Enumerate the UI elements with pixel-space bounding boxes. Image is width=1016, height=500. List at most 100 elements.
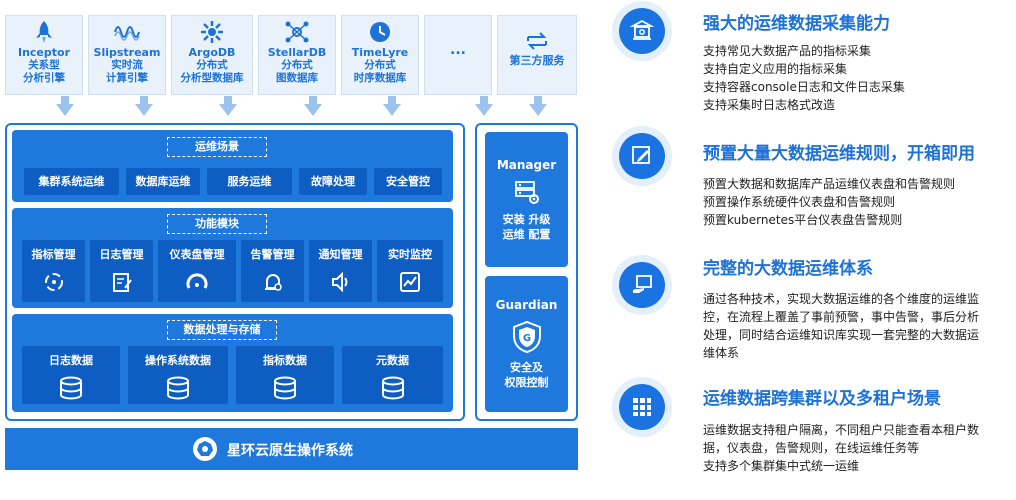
arrow-stem — [140, 96, 148, 104]
feature-text: 运维数据支持租户隔离，不同租户只能查看本租户数 据，仪表盘，告警规则，在线运维任… — [703, 421, 1013, 475]
down-arrow-icon — [475, 104, 493, 116]
feature-line: 支持多个集群集中式统一运维 — [703, 459, 860, 473]
scenario-item: 服务运维 — [207, 168, 292, 195]
feature-line: 支持常见大数据产品的指标采集 — [703, 44, 872, 58]
guardian-line1: 安全及 — [510, 361, 543, 374]
module-label: 指标管理 — [31, 248, 76, 261]
modules-panel: 功能模块 指标管理 日志管理 仪表盘管理 告警管理 通知管理 实时监控 — [12, 208, 453, 308]
feature-text: 预置大数据和数据库产品运维仪表盘和告警规则 预置操作系统硬件仪表盘和告警规则 预… — [703, 175, 1013, 229]
down-arrow-icon — [383, 104, 401, 116]
source-sub2: 计算引擎 — [106, 72, 148, 84]
shield-icon: G — [512, 320, 541, 354]
module-label: 通知管理 — [318, 248, 363, 261]
feature-line: 运维数据支持租户隔离，不同租户只能查看本租户数 — [703, 423, 980, 437]
manager-title: Manager — [496, 158, 557, 172]
storage-metadata: 元数据 — [342, 346, 443, 404]
wave-icon — [114, 26, 140, 41]
module-label: 日志管理 — [99, 248, 144, 261]
down-arrow-icon — [135, 104, 153, 116]
source-card-inceptor: Inceptor 关系型 分析引擎 — [5, 15, 83, 95]
source-name: Inceptor — [17, 46, 71, 59]
feature-line: 预置操作系统硬件仪表盘和告警规则 — [703, 195, 896, 209]
feature-line: 控，在流程上覆盖了事前预警，事中告警，事后分析 — [703, 310, 980, 324]
monitor-chart-icon — [400, 272, 420, 292]
module-label: 告警管理 — [250, 248, 295, 261]
os-footer-label: 星环云原生操作系统 — [227, 443, 353, 459]
grid-icon — [619, 384, 665, 430]
source-name: Slipstream — [93, 46, 161, 59]
guardian-card: Guardian G 安全及 权限控制 — [485, 276, 568, 412]
target-icon — [44, 273, 63, 291]
rocket-icon — [36, 21, 52, 43]
arrow-stem — [224, 96, 232, 104]
database-icon — [274, 376, 296, 400]
manager-line2: 运维 配置 — [502, 228, 551, 241]
feature-icon-bg — [612, 377, 672, 437]
module-alerts: 告警管理 — [241, 240, 304, 302]
source-sub1: 关系型 — [28, 59, 60, 71]
feature-icon-bg — [612, 126, 672, 186]
source-name: ArgoDB — [188, 46, 236, 59]
feature-line: 据，仪表盘，告警规则，在线运维任务等 — [703, 441, 920, 455]
database-icon — [60, 376, 82, 400]
source-sub2: 图数据库 — [276, 72, 318, 84]
scenarios-title: 运维场景 — [167, 137, 267, 157]
source-card-third-party: 第三方服务 — [497, 15, 577, 95]
module-logs: 日志管理 — [90, 240, 153, 302]
edit-box-icon — [619, 133, 665, 179]
arrow-stem — [388, 96, 396, 104]
arrow-stem — [534, 96, 542, 104]
alarm-icon — [264, 274, 282, 291]
storage-logs: 日志数据 — [22, 346, 120, 404]
feature-title: 完整的大数据运维体系 — [703, 259, 873, 279]
swap-arrows-icon — [527, 32, 547, 50]
gauge-icon — [186, 273, 208, 289]
manager-line1: 安装 升级 — [502, 213, 551, 226]
feature-text: 通过各种技术，实现大数据运维的各个维度的运维监 控，在流程上覆盖了事前预警，事中… — [703, 290, 1013, 362]
module-label: 实时监控 — [388, 248, 432, 261]
feature-line: 支持容器console日志和文件日志采集 — [703, 80, 905, 94]
guardian-title: Guardian — [495, 298, 558, 312]
down-arrow-icon — [219, 104, 237, 116]
source-sub2: 分析型数据库 — [180, 72, 244, 84]
feature-line: 支持自定义应用的指标采集 — [703, 62, 848, 76]
arrow-stem — [480, 96, 488, 104]
module-monitoring: 实时监控 — [377, 240, 443, 302]
storage-label: 指标数据 — [263, 354, 307, 367]
source-card-slipstream: Slipstream 实时流 计算引擎 — [88, 15, 166, 95]
ellipsis-label: ... — [450, 42, 466, 58]
svg-text:G: G — [522, 333, 530, 344]
source-card-more: ... — [424, 15, 492, 95]
feature-line: 预置大数据和数据库产品运维仪表盘和告警规则 — [703, 177, 956, 191]
source-sub2: 时序数据库 — [353, 72, 407, 84]
bank-icon — [619, 8, 665, 54]
speaker-icon — [331, 271, 347, 293]
feature-title: 强大的运维数据采集能力 — [703, 14, 890, 34]
source-card-timelyre: TimeLyre 分布式 时序数据库 — [341, 15, 419, 95]
source-name: TimeLyre — [351, 46, 409, 59]
source-sub1: 实时流 — [111, 59, 143, 71]
source-name: StellarDB — [267, 46, 327, 59]
storage-label: 操作系统数据 — [145, 354, 211, 367]
hand-screen-icon — [619, 262, 665, 308]
down-arrow-icon — [56, 104, 74, 116]
module-dashboard: 仪表盘管理 — [158, 240, 236, 302]
database-icon — [167, 376, 189, 400]
feature-text: 支持常见大数据产品的指标采集 支持自定义应用的指标采集 支持容器console日… — [703, 42, 1013, 114]
scenario-item: 数据库运维 — [126, 168, 200, 195]
feature-title: 运维数据跨集群以及多租户场景 — [703, 389, 941, 409]
source-name: 第三方服务 — [509, 54, 565, 67]
source-card-stellardb: StellarDB 分布式 图数据库 — [258, 15, 336, 95]
manager-card: Manager 安装 升级 运维 配置 — [485, 132, 568, 267]
storage-label: 元数据 — [376, 354, 409, 367]
module-notifications: 通知管理 — [309, 240, 372, 302]
feature-line: 支持采集时日志格式改造 — [703, 98, 836, 112]
feature-line: 维体系 — [703, 346, 740, 360]
server-gear-icon — [514, 181, 539, 204]
module-label: 仪表盘管理 — [169, 248, 225, 261]
storage-metrics: 指标数据 — [236, 346, 334, 404]
storage-label: 日志数据 — [49, 354, 93, 367]
scenario-item: 安全管控 — [374, 168, 442, 195]
scenario-item: 故障处理 — [299, 168, 367, 195]
feature-icon-bg — [612, 255, 672, 315]
